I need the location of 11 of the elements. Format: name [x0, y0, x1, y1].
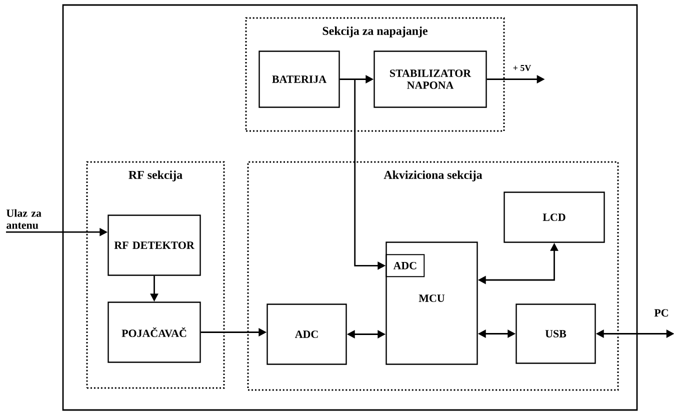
terminal-label: PC	[654, 309, 668, 317]
block-box: LCD	[504, 192, 605, 243]
block-box: STABILIZATOR NAPONA	[374, 50, 487, 108]
block-box: ADC	[266, 304, 347, 365]
block-box: USB	[516, 304, 596, 364]
block-box: RF DETEKTOR	[108, 214, 201, 276]
adc-input-box: ADC	[386, 254, 425, 278]
block-box: POJAČAVAČ	[108, 302, 201, 363]
edge-label: + 5V	[512, 64, 532, 72]
block-box: BATERIJA	[258, 50, 340, 108]
terminal-label: Ulaz za antenu	[6, 209, 42, 229]
